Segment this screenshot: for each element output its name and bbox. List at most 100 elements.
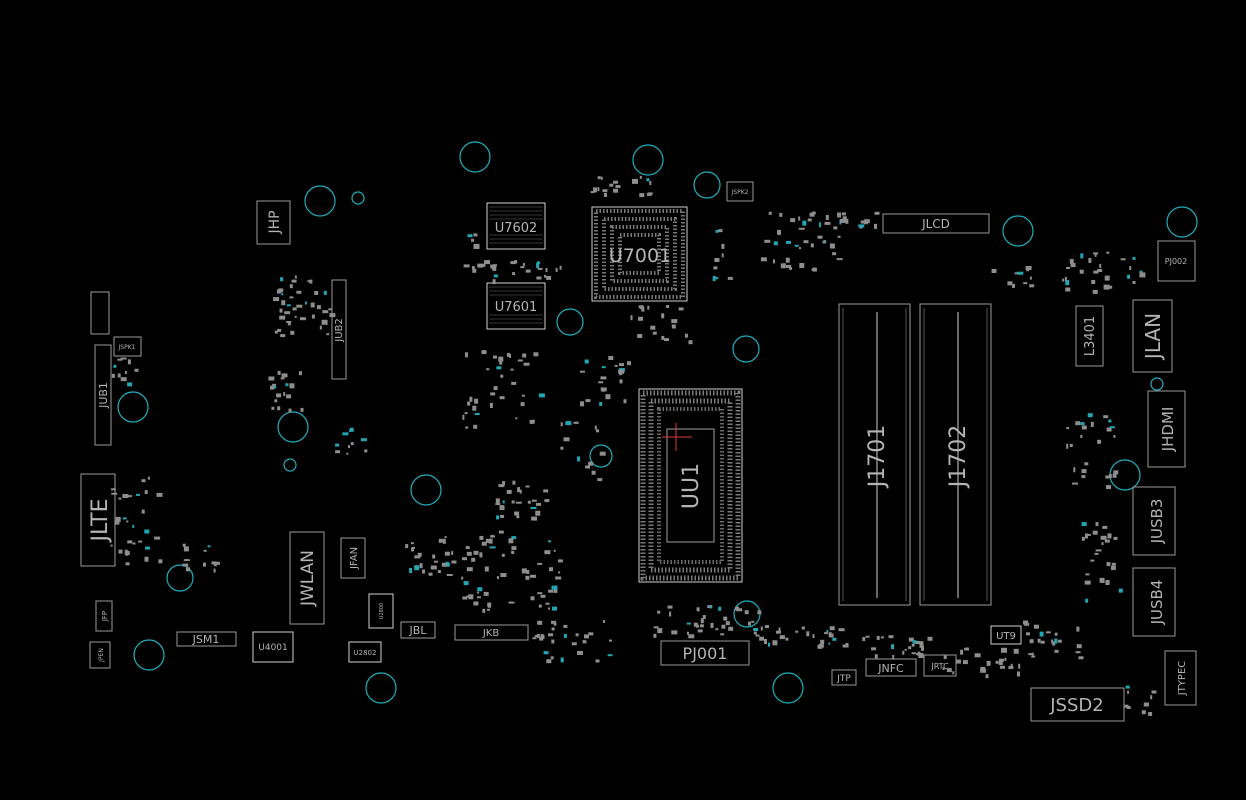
smd-pad	[956, 659, 961, 664]
smd-pad	[414, 555, 421, 559]
smd-pad	[483, 591, 489, 596]
smd-pad	[551, 627, 555, 631]
smd-pad	[496, 366, 502, 370]
smd-pad	[820, 639, 825, 644]
connector-label: JWLAN	[298, 550, 318, 607]
smd-pad	[1062, 278, 1065, 282]
smd-pad	[725, 621, 730, 626]
smd-pad	[474, 413, 480, 415]
smd-pad	[1087, 413, 1093, 418]
smd-pad	[316, 305, 321, 310]
smd-pad	[596, 429, 599, 433]
smd-pad	[471, 557, 476, 562]
smd-pad	[595, 659, 600, 663]
smd-pad	[1029, 639, 1034, 644]
smd-pad	[598, 381, 604, 384]
smd-pad	[826, 630, 829, 632]
smd-pad	[963, 648, 969, 651]
smd-pad	[481, 263, 486, 267]
smd-pad	[286, 321, 292, 323]
smd-pad	[144, 556, 149, 562]
smd-pad	[487, 608, 490, 611]
smd-pad	[1127, 274, 1131, 279]
smd-pad	[577, 456, 581, 462]
cpu-crosshair	[662, 423, 692, 451]
smd-pad	[1028, 653, 1034, 656]
smd-pad	[183, 559, 190, 562]
connector-label: JLAN	[1141, 313, 1165, 361]
connector-label: PJ002	[1165, 257, 1187, 266]
smd-pad	[798, 216, 801, 221]
smd-pad	[511, 500, 515, 504]
smd-pad	[817, 235, 823, 239]
smd-pad	[874, 211, 880, 215]
smd-pad	[627, 361, 631, 366]
smd-pad	[296, 290, 302, 294]
smd-pad	[565, 421, 572, 426]
smd-pad	[786, 265, 791, 268]
smd-pad	[559, 265, 562, 270]
smd-pad	[127, 359, 131, 365]
smd-pad	[986, 660, 991, 666]
smd-pad	[858, 224, 865, 228]
smd-pad	[487, 602, 492, 607]
component-label: L3401	[1083, 316, 1098, 356]
smd-pad	[203, 549, 207, 552]
smd-pad	[477, 587, 483, 592]
smd-pad	[837, 212, 842, 218]
connector-label: JSM1	[192, 633, 220, 646]
smd-pad	[786, 240, 791, 244]
smd-pad	[585, 399, 591, 403]
smd-pad	[860, 220, 867, 224]
smd-pad	[558, 571, 561, 574]
smd-pad	[639, 193, 645, 198]
smd-pad	[693, 622, 698, 627]
smd-pad	[515, 501, 522, 504]
dimm-slot-j1701: J1701	[838, 303, 911, 606]
connector-label: JSPK1	[118, 344, 136, 351]
mounting-hole	[133, 639, 165, 671]
smd-pad	[451, 551, 454, 556]
smd-pad	[520, 402, 525, 407]
smd-pad	[1139, 272, 1146, 278]
smd-pad	[773, 259, 775, 264]
smd-pad	[289, 296, 294, 299]
smd-pad	[468, 594, 474, 600]
smd-pad	[614, 364, 618, 367]
smd-pad	[602, 620, 605, 623]
smd-pad	[720, 633, 725, 636]
smd-pad	[584, 634, 589, 639]
smd-pad	[158, 559, 163, 564]
smd-pad	[688, 340, 693, 345]
smd-pad	[744, 610, 749, 615]
smd-pad	[279, 315, 286, 320]
smd-pad	[430, 565, 437, 570]
connector-label: JPEN	[98, 648, 105, 663]
connector-label: PJ001	[683, 644, 728, 663]
smd-pad	[696, 607, 700, 612]
smd-pad	[1080, 253, 1084, 259]
smd-pad	[960, 649, 964, 655]
smd-pad	[548, 540, 552, 543]
mounting-hole	[365, 672, 397, 704]
smd-pad	[120, 357, 127, 360]
connector-jusb4: JUSB4	[1132, 567, 1176, 637]
smd-pad	[307, 280, 311, 283]
smd-pad	[1010, 663, 1013, 668]
connector-label: JSPK2	[731, 189, 749, 196]
smd-pad	[508, 538, 514, 544]
smd-pad	[489, 403, 493, 408]
smd-pad	[1023, 282, 1028, 285]
connector-pj002: PJ002	[1157, 240, 1196, 282]
smd-pad	[132, 524, 135, 528]
chip-u2802: U2802	[348, 641, 382, 663]
smd-pad	[465, 546, 470, 550]
smd-pad	[1151, 690, 1157, 694]
smd-pad	[715, 229, 719, 233]
smd-pad	[700, 618, 704, 624]
smd-pad	[1141, 710, 1146, 715]
smd-pad	[1127, 690, 1130, 694]
smd-pad	[526, 570, 530, 574]
smd-pad	[309, 279, 313, 284]
smd-pad	[1076, 626, 1080, 632]
